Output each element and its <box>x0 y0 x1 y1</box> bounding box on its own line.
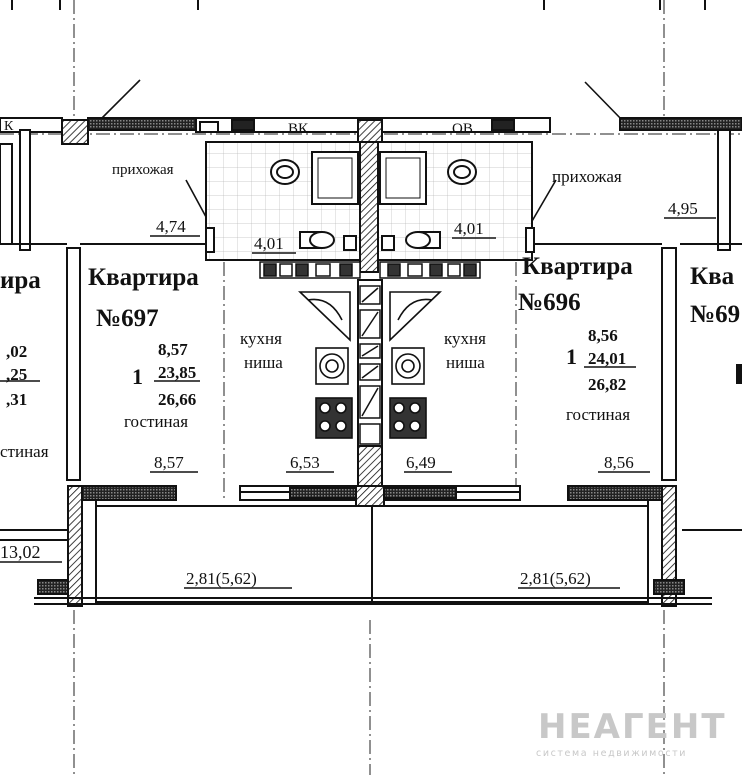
left-apt-title: ира <box>0 267 41 294</box>
shaft-label-vk: ВК <box>288 121 309 137</box>
area-underlines <box>0 217 716 589</box>
apt696-living-area: 8,56 <box>588 326 618 345</box>
apt696-kitchen-label-2: ниша <box>446 353 485 372</box>
apt696-room-area: 8,56 <box>604 453 634 472</box>
watermark-logo: НЕАГЕНТ система недвижимости <box>536 707 727 759</box>
apt696-balcony-area: 2,81(5,62) <box>520 569 591 588</box>
right-apt-number: №69 <box>690 301 740 328</box>
left-apt-area-1: ,02 <box>6 342 27 361</box>
apt697-hall-area: 4,74 <box>156 217 186 236</box>
right-apt-rooms-glyph <box>736 364 742 384</box>
apt697-kitchen-label-1: кухня <box>240 329 282 348</box>
watermark-brand: НЕАГЕНТ <box>538 707 727 747</box>
apt696-kitchen-area: 6,49 <box>406 453 436 472</box>
apt697-number: №697 <box>96 305 159 332</box>
watermark-tagline: система недвижимости <box>536 748 687 759</box>
left-apt-area-3: ,31 <box>6 390 27 409</box>
right-apt-title: Ква <box>690 263 735 290</box>
apt696-title: Квартира <box>522 253 633 280</box>
apt696-total-area: 24,01 <box>588 349 626 368</box>
left-balcony-area: 13,02 <box>0 542 41 562</box>
apt696-rooms: 1 <box>566 344 577 369</box>
shaft-label-ov: ОВ <box>452 121 473 137</box>
apt697-kitchen-label-2: ниша <box>244 353 283 372</box>
apt696-room-label: гостиная <box>566 405 630 424</box>
apt697-rooms: 1 <box>132 364 143 389</box>
apt697-kitchen-area: 6,53 <box>290 453 320 472</box>
apt697-title: Квартира <box>88 264 199 291</box>
apt696-number: №696 <box>518 289 581 316</box>
apt696-hall-label: прихожая <box>552 167 622 186</box>
corridor-wall <box>0 117 742 145</box>
bathroom-core <box>205 141 535 273</box>
apt696-kitchen-label-1: кухня <box>444 329 486 348</box>
kitchen-riser <box>357 279 383 499</box>
vent-boxes <box>259 261 481 279</box>
kitchen-equipment <box>298 291 442 439</box>
apt697-hall-label: прихожая <box>112 162 174 178</box>
top-edge <box>11 0 706 10</box>
apt697-bath-area: 4,01 <box>254 234 284 253</box>
apt697-gross-area: 26,66 <box>158 390 196 409</box>
apt697-room-label: гостиная <box>124 412 188 431</box>
balconies <box>0 505 742 605</box>
apt697-living-area: 8,57 <box>158 340 188 359</box>
left-apt-area-2: ,25 <box>6 365 27 384</box>
apt696-gross-area: 26,82 <box>588 375 626 394</box>
left-wall-label: К <box>4 119 14 134</box>
apt696-hall-area: 4,01 <box>454 219 484 238</box>
apt697-total-area: 23,85 <box>158 363 196 382</box>
left-room-label: стиная <box>0 442 49 461</box>
outer-walls <box>0 129 731 481</box>
neighbour-walls <box>0 243 742 531</box>
apt697-room-area: 8,57 <box>154 453 184 472</box>
apt697-balcony-area: 2,81(5,62) <box>186 569 257 588</box>
right-hall-area: 4,95 <box>668 199 698 218</box>
